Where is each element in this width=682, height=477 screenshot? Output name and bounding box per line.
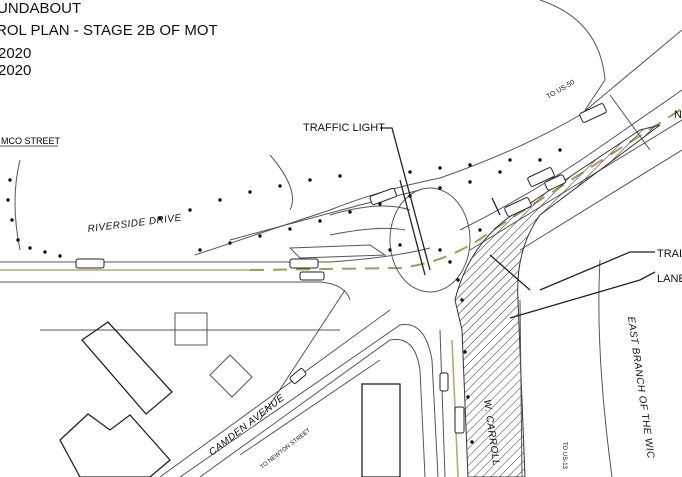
camden-avenue-label: CAMDEN AVENUE (207, 393, 287, 459)
camden-avenue (40, 289, 439, 477)
callout-label-2: LANE (657, 273, 682, 285)
buildings (59, 312, 401, 477)
callout-label-1: TRAI (657, 248, 682, 260)
closed-lane-hatch (454, 124, 661, 477)
street-label-top-left: MCO STREET (1, 136, 61, 146)
riverside-drive-label: RIVERSIDE DRIVE (87, 213, 182, 235)
northeast-approach (439, 0, 682, 251)
traffic-cones (6, 148, 562, 444)
east-branch-label: EAST BRANCH OF THE WIC (625, 316, 656, 460)
roundabout (329, 179, 471, 293)
title-line-2: ROL PLAN - STAGE 2B OF MOT (0, 22, 218, 39)
w-carroll-street (439, 259, 613, 477)
to-us50-label: TO US-50 (546, 79, 577, 101)
to-newton-street-label: TO NEWTON STREET (260, 428, 313, 471)
callout-leaders (380, 127, 656, 319)
traffic-light-label: TRAFFIC LIGHT (303, 122, 385, 134)
date-2: 2020 (0, 62, 31, 79)
riverside-drive-road (0, 109, 681, 301)
title-line-1: UNDABOUT (0, 0, 81, 17)
vehicles (75, 103, 607, 434)
right-edge-label: N (674, 109, 682, 121)
to-us13-label: TO US-13 (561, 442, 567, 470)
date-1: 2020 (0, 45, 31, 62)
